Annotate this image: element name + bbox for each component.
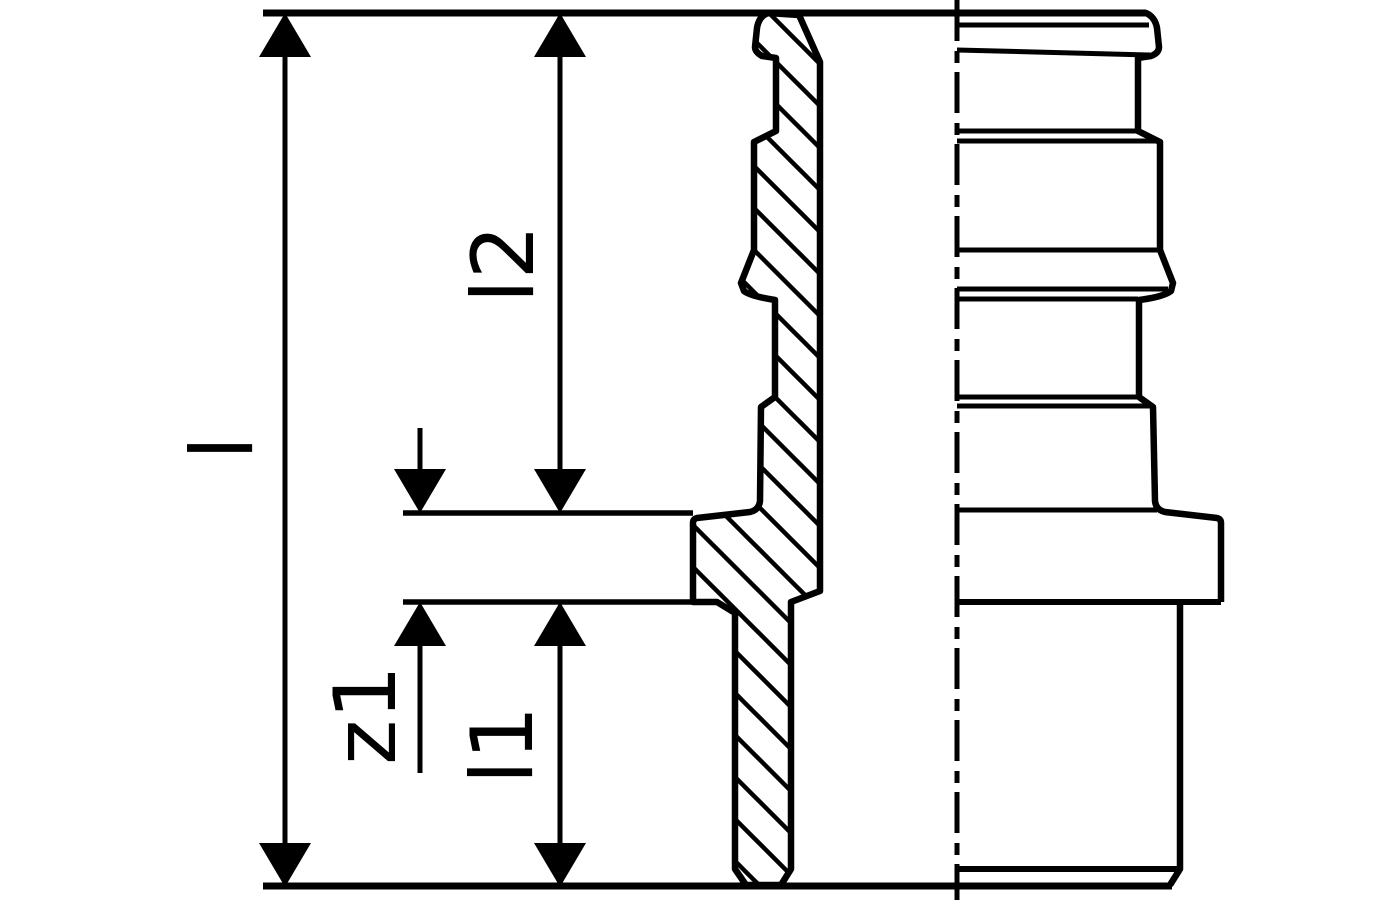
- arrowhead-down-icon: [394, 469, 446, 513]
- arrowhead-up-icon: [534, 13, 586, 57]
- arrowhead-down-icon: [259, 843, 311, 887]
- arrowhead-up-icon: [259, 13, 311, 57]
- dimension-label-l2: l2: [454, 225, 554, 304]
- arrowhead-up-icon: [394, 602, 446, 646]
- arrowhead-up-icon: [534, 602, 586, 646]
- dimension-l2: [534, 13, 586, 513]
- side-view-lower-tube: [1167, 602, 1184, 887]
- side-view-silhouette: [957, 9, 1225, 602]
- dimension-label-l: l: [173, 436, 273, 460]
- arrowhead-down-icon: [534, 843, 586, 887]
- side-view-edge-lines: [956, 22, 1221, 872]
- dimension-label-z1: z1: [316, 665, 416, 765]
- dimension-z1: [394, 428, 446, 773]
- dimension-label-l1: l1: [453, 706, 553, 785]
- fitting-side-view: [956, 9, 1225, 887]
- section-wall: [689, 9, 824, 889]
- extension-lines: [263, 9, 1172, 890]
- dimension-l: [259, 13, 311, 887]
- arrowhead-down-icon: [534, 469, 586, 513]
- dimension-l1: [534, 602, 586, 887]
- fitting-section-view: [689, 9, 824, 889]
